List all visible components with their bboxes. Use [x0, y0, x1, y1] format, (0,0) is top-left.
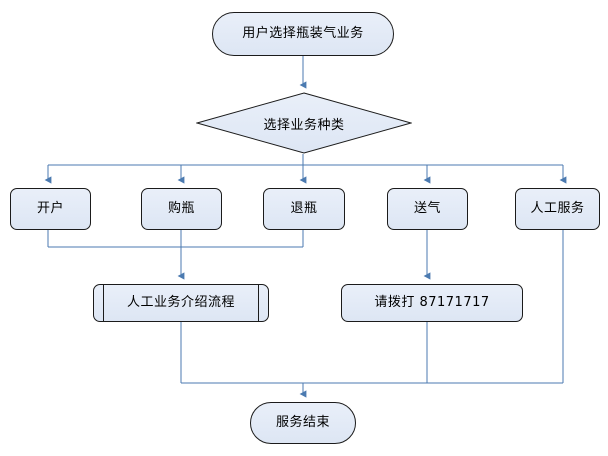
- node-intro-flow-label: 人工业务介绍流程: [126, 294, 235, 310]
- node-open-account[interactable]: 开户: [10, 188, 91, 230]
- predefined-right-bar: [258, 285, 259, 321]
- node-buy-bottle[interactable]: 购瓶: [141, 188, 222, 230]
- node-manual-service[interactable]: 人工服务: [515, 188, 600, 230]
- node-start-label: 用户选择瓶装气业务: [242, 25, 364, 41]
- node-manual-service-label: 人工服务: [530, 200, 585, 216]
- node-decision-label: 选择业务种类: [263, 117, 345, 133]
- predefined-left-bar: [103, 285, 104, 321]
- node-return-bottle-label: 退瓶: [290, 200, 318, 216]
- decision-shape: [196, 92, 412, 154]
- node-start[interactable]: 用户选择瓶装气业务: [212, 12, 394, 56]
- node-decision[interactable]: 选择业务种类: [196, 92, 412, 154]
- node-call-phone-label: 请拨打 87171717: [374, 294, 490, 310]
- node-end[interactable]: 服务结束: [250, 402, 356, 444]
- node-deliver-gas-label: 送气: [413, 200, 441, 216]
- node-buy-bottle-label: 购瓶: [167, 200, 195, 216]
- node-call-phone[interactable]: 请拨打 87171717: [341, 284, 523, 322]
- node-deliver-gas[interactable]: 送气: [387, 188, 468, 230]
- node-intro-flow[interactable]: 人工业务介绍流程: [93, 284, 269, 322]
- node-open-account-label: 开户: [36, 200, 64, 216]
- node-end-label: 服务结束: [275, 414, 330, 430]
- node-return-bottle[interactable]: 退瓶: [263, 188, 345, 230]
